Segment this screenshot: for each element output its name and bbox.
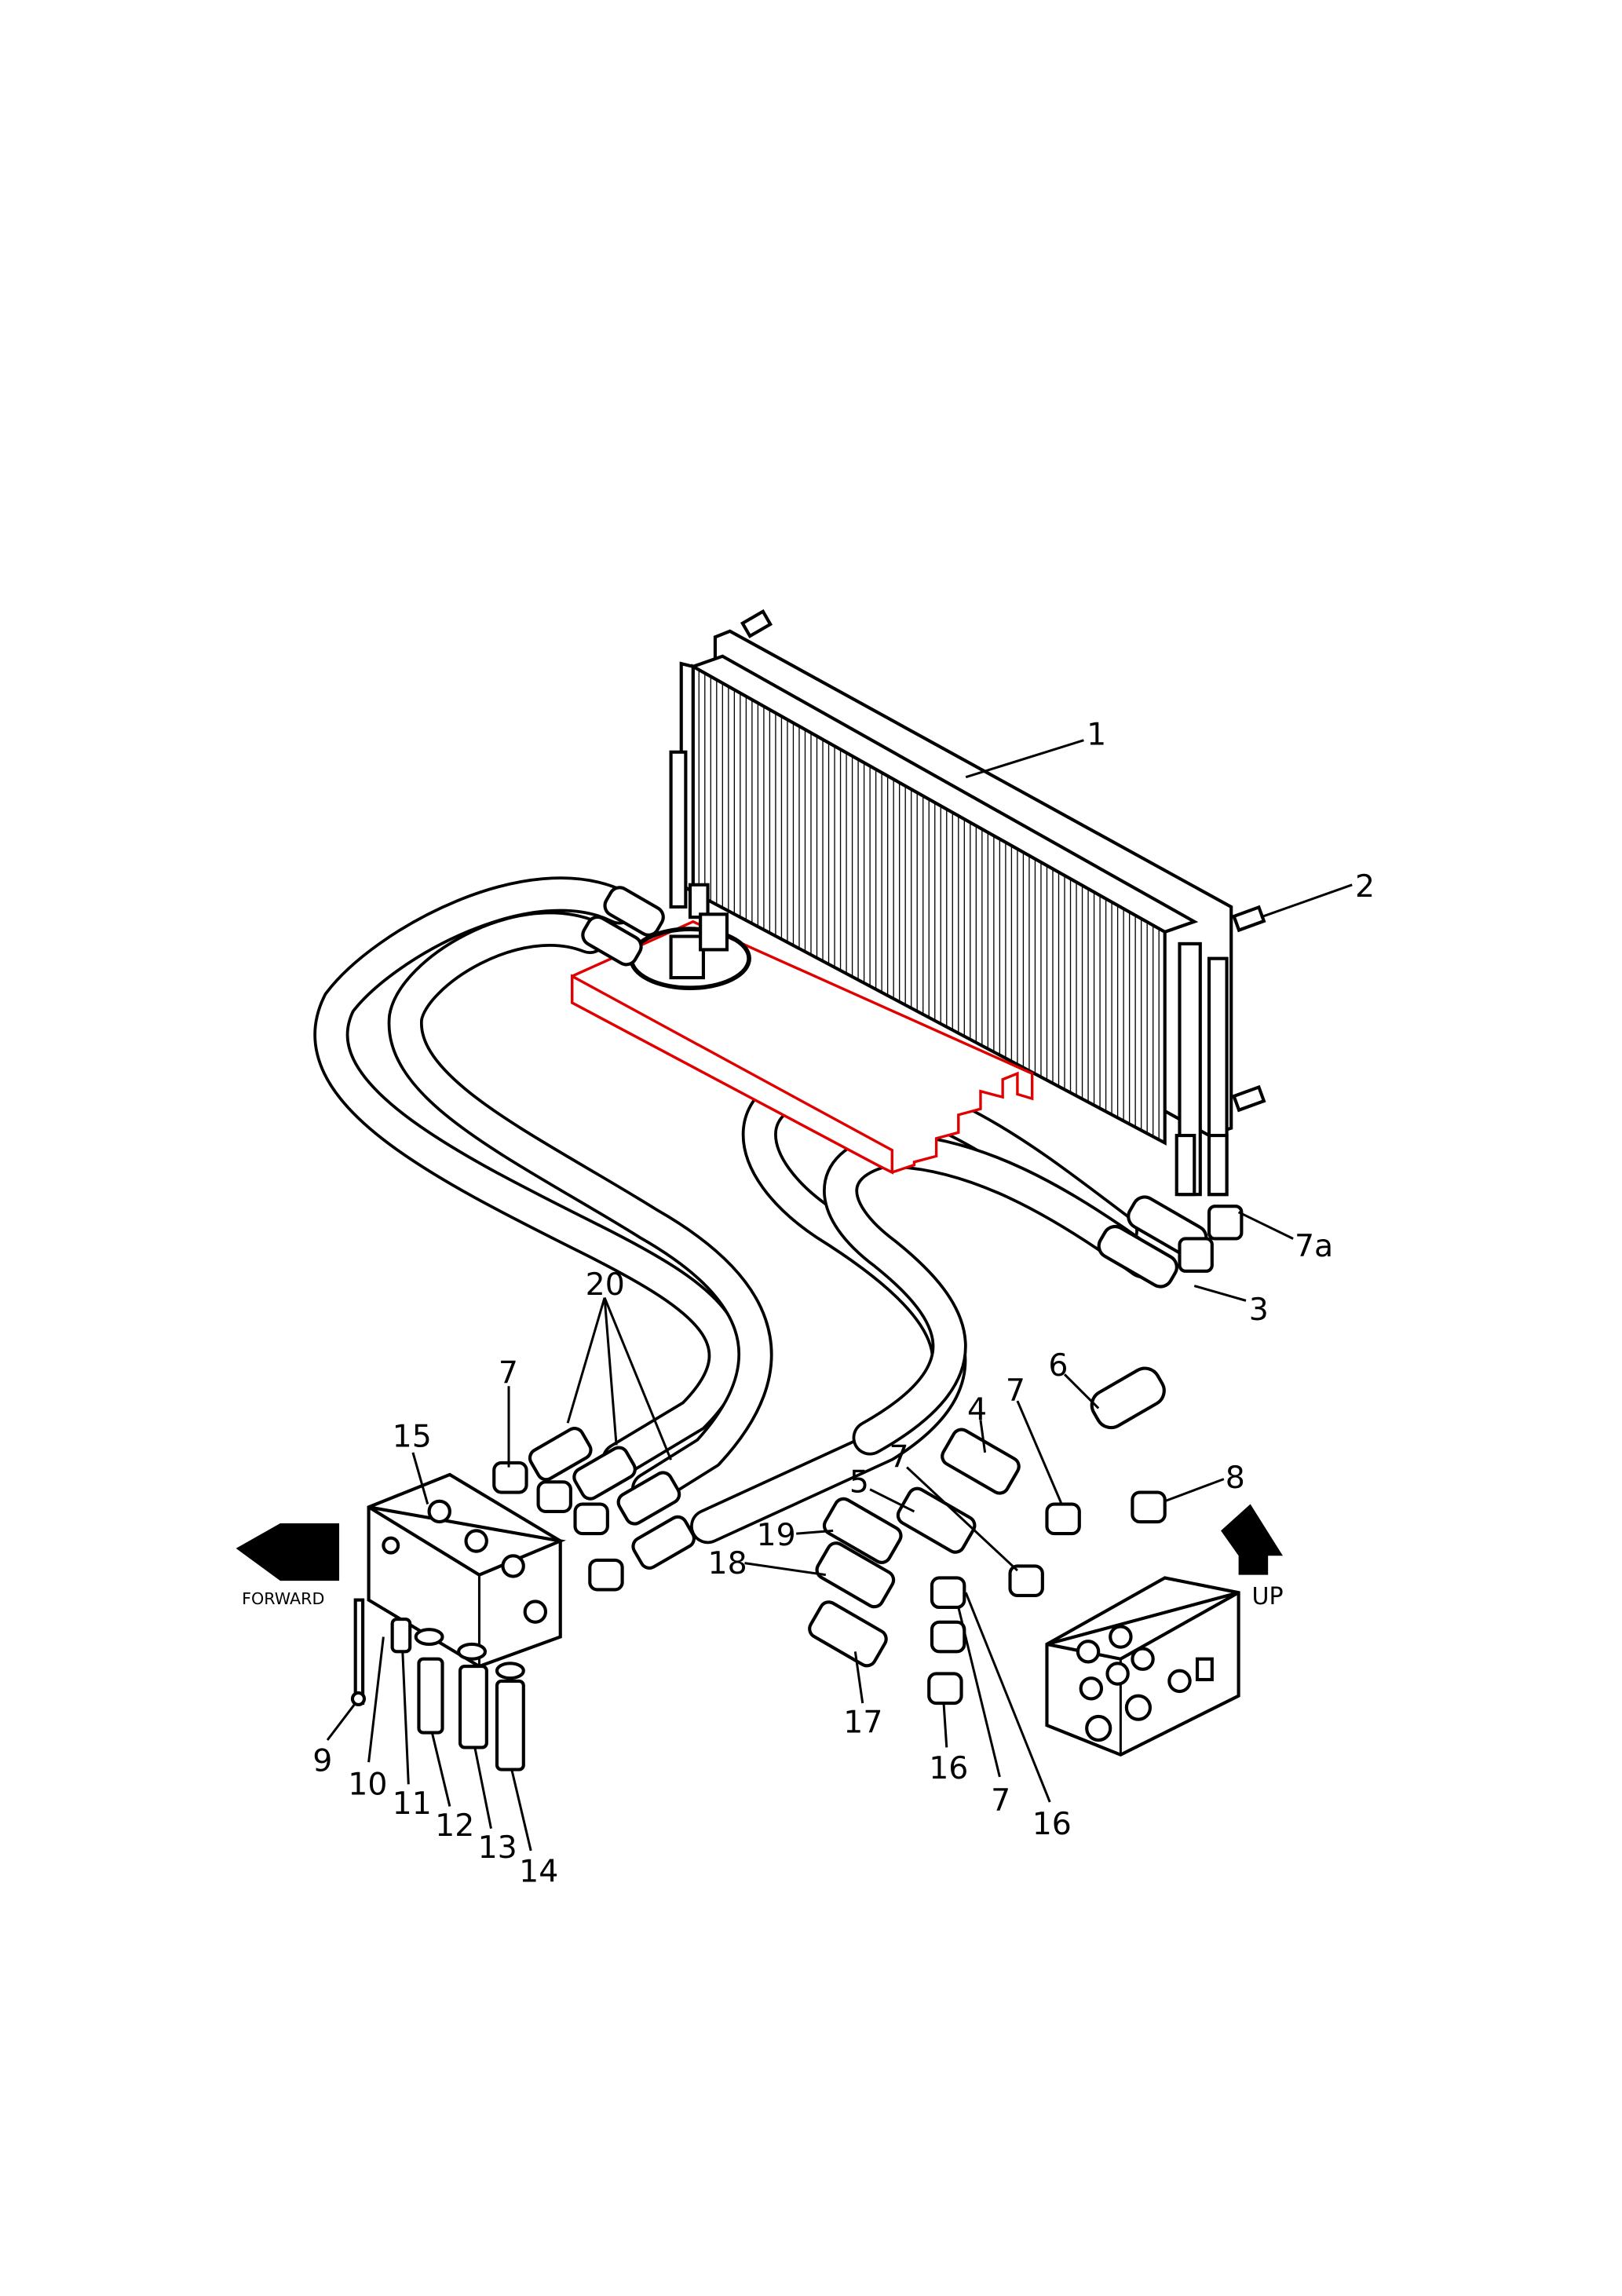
forward-arrow-icon <box>236 1523 340 1581</box>
callout-13: 13 <box>478 1830 517 1866</box>
up-arrow-icon <box>1221 1504 1283 1575</box>
highlighted-bracket <box>571 912 1034 1175</box>
callout-16: 16 <box>1032 1806 1072 1842</box>
bolt-icon <box>740 609 773 638</box>
callout-2: 2 <box>1355 868 1375 905</box>
right-manifold <box>808 1366 1240 1757</box>
callout-15: 15 <box>393 1418 432 1454</box>
callout-11: 11 <box>393 1786 432 1822</box>
callout-3: 3 <box>1249 1292 1269 1328</box>
hose-ends <box>808 1366 1167 1706</box>
bolt-icon <box>1232 905 1266 933</box>
callout-7: 7 <box>1006 1373 1025 1409</box>
callout-7: 7 <box>499 1355 518 1391</box>
callout-1: 1 <box>1087 716 1106 752</box>
leader-lines <box>326 739 1353 1852</box>
callout-18: 18 <box>708 1545 747 1581</box>
up-label: UP <box>1252 1583 1284 1610</box>
callout-16: 16 <box>929 1750 968 1786</box>
callout-19: 19 <box>757 1517 796 1553</box>
left-manifold <box>350 1427 696 1771</box>
callout-8: 8 <box>1226 1460 1245 1496</box>
callout-17: 17 <box>843 1705 882 1741</box>
callout-4: 4 <box>967 1391 987 1428</box>
cooler-fins <box>698 670 1160 1140</box>
callout-7: 7 <box>890 1439 909 1475</box>
forward-label: FORWARD <box>242 1589 324 1608</box>
callout-14: 14 <box>519 1853 558 1889</box>
callout-10: 10 <box>348 1766 387 1802</box>
fitting-row <box>492 1427 696 1592</box>
callout-5: 5 <box>849 1464 869 1501</box>
oil-cooler <box>669 609 1266 1197</box>
callout-7a: 7a <box>1295 1228 1333 1264</box>
callout-7: 7 <box>991 1782 1010 1819</box>
callout-6: 6 <box>1048 1347 1068 1384</box>
bolt-icon <box>1232 1084 1266 1113</box>
callout-labels: 1 2 7a 3 20 7 15 6 4 7 8 7 5 19 18 9 10 … <box>312 716 1375 1889</box>
callout-9: 9 <box>312 1742 332 1779</box>
callout-12: 12 <box>435 1808 474 1844</box>
hose-assemblies <box>313 876 1161 1545</box>
cooler-fittings <box>581 886 1244 1289</box>
callout-20: 20 <box>586 1267 625 1303</box>
